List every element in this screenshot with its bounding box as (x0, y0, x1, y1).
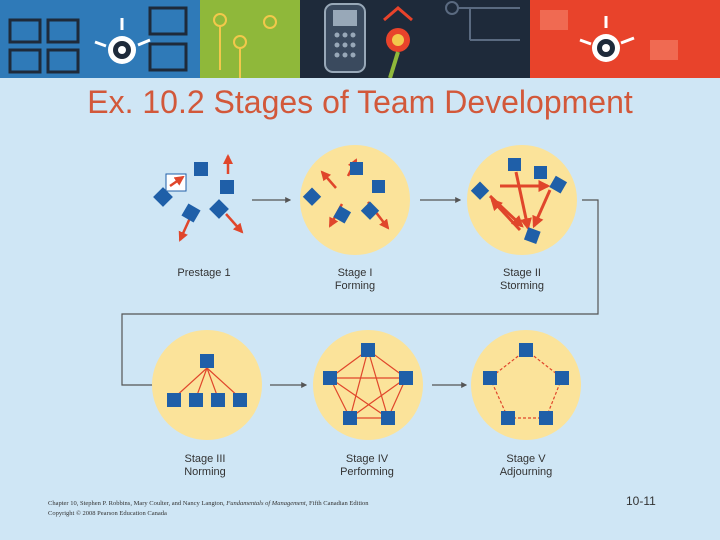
storming-group (467, 145, 577, 255)
copyright-text: Copyright © 2008 Pearson Education Canad… (48, 510, 167, 517)
member-node (220, 180, 234, 194)
norming-group (152, 330, 262, 440)
adjourning-group (471, 330, 581, 440)
slide-number: 10-11 (626, 494, 656, 508)
slide-title: Ex. 10.2 Stages of Team Development (87, 84, 633, 120)
member-node (181, 203, 201, 223)
member-node (194, 162, 208, 176)
member-node (153, 187, 173, 207)
flow-connectors (121, 197, 599, 388)
target-icon-left (94, 18, 151, 64)
target-icon-right (579, 16, 635, 62)
arrow-storming-to-norming (121, 199, 599, 388)
phone-icon (324, 3, 366, 73)
stage-label-prestage: Prestage 1 (177, 267, 231, 279)
member-node (209, 199, 229, 219)
header-banner (0, 0, 720, 78)
footer-citation: Chapter 10, Stephen P. Robbins, Mary Cou… (48, 500, 369, 517)
signal-icon (383, 6, 413, 78)
performing-group (313, 330, 423, 440)
prestage-group (153, 154, 244, 242)
forming-group (300, 145, 410, 255)
circuit-icon (213, 13, 277, 78)
